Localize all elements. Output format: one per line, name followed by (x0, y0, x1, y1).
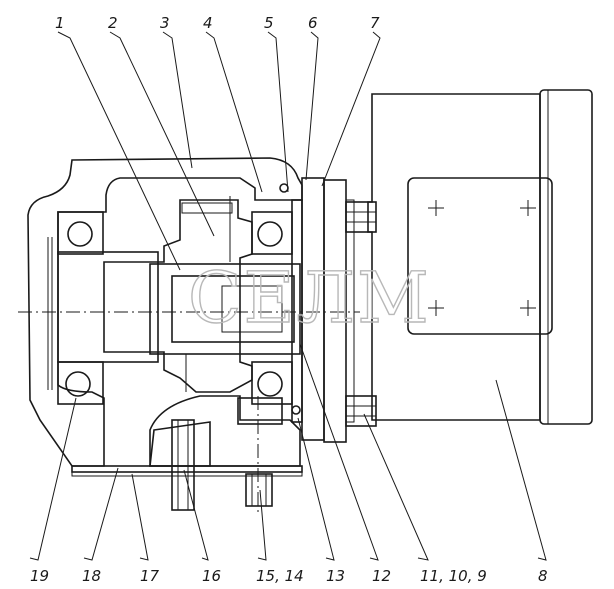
bolt-lower (345, 395, 377, 427)
callout-12: 12 (372, 567, 391, 585)
callout-1: 1 (55, 14, 65, 32)
callout-15-14: 15, 14 (256, 567, 304, 585)
watermark: СЕЛМ (188, 257, 431, 339)
top-callouts: 1 2 3 4 5 6 7 (55, 14, 380, 32)
gear (103, 196, 253, 393)
callout-18: 18 (82, 567, 101, 585)
bearing-upper-right (251, 211, 293, 255)
callout-6: 6 (308, 14, 318, 32)
callout-3: 3 (160, 14, 170, 32)
callout-2: 2 (108, 14, 118, 32)
pump-body-lower (71, 395, 303, 511)
callout-13: 13 (326, 567, 345, 585)
callout-4: 4 (203, 14, 213, 32)
callout-7: 7 (370, 14, 380, 32)
housing-casting (27, 157, 303, 467)
callout-8: 8 (538, 567, 548, 585)
callout-17: 17 (140, 567, 160, 585)
bearing-upper-left (57, 211, 104, 255)
bolt-upper (345, 201, 377, 233)
leader-lines (29, 31, 547, 561)
callout-5: 5 (264, 14, 274, 32)
callout-11-10-9: 11, 10, 9 (420, 567, 487, 585)
shaft (57, 251, 301, 363)
bearing-lower-left (57, 361, 104, 405)
electric-motor (367, 89, 593, 425)
bottom-callouts: 19 18 17 16 15, 14 13 12 11, 10, 9 8 (30, 567, 548, 585)
callout-16: 16 (202, 567, 221, 585)
callout-19: 19 (30, 567, 49, 585)
